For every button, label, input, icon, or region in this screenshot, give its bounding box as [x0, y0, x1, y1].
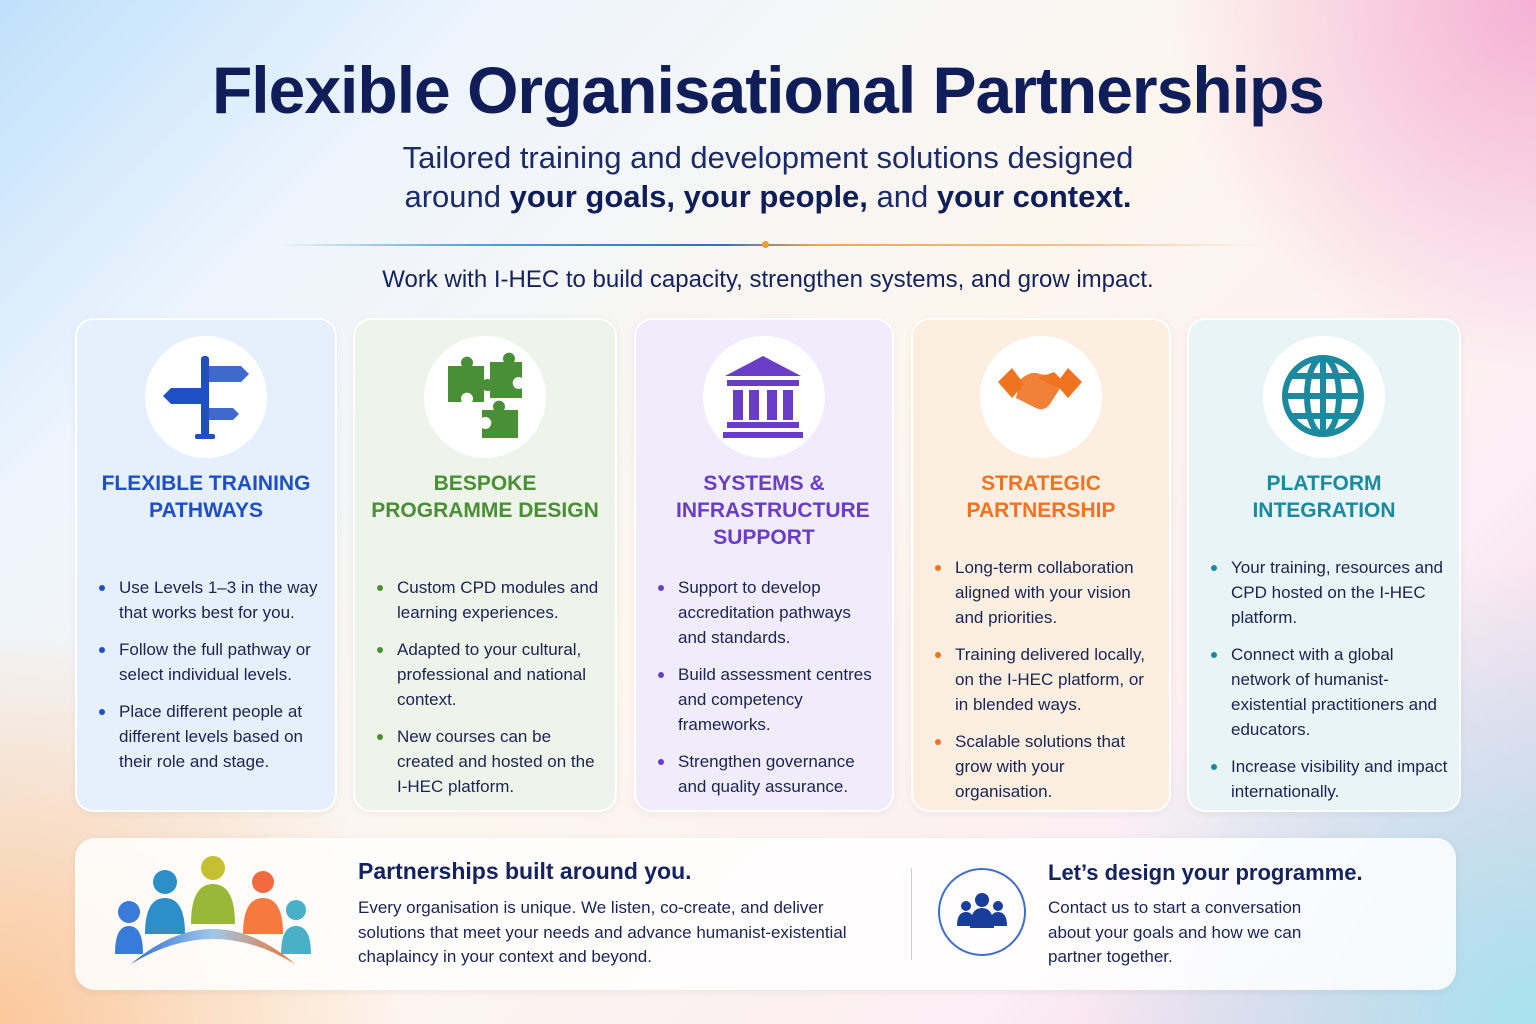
- signpost-icon: [163, 356, 249, 439]
- subtitle: Tailored training and development soluti…: [0, 138, 1536, 216]
- icon-circle: [424, 336, 546, 458]
- bullet-item: Place different people at different leve…: [97, 699, 325, 774]
- people-icon: [957, 893, 1007, 928]
- card-flexible-training-pathways: FLEXIBLE TRAINING PATHWAYS Use Levels 1–…: [75, 318, 337, 812]
- bullet-item: Follow the full pathway or select indivi…: [97, 637, 325, 687]
- page-title: Flexible Organisational Partnerships: [211, 53, 1325, 127]
- partnerships-body: Every organisation is unique. We listen,…: [358, 898, 847, 966]
- bullet-item: Use Levels 1–3 in the way that works bes…: [97, 575, 325, 625]
- design-heading: Let’s design your programme.: [1048, 860, 1363, 885]
- bullet-item: New courses can be created and hosted on…: [375, 724, 605, 799]
- icon-circle: [1263, 336, 1385, 458]
- bullet-item: Long-term collaboration aligned with you…: [933, 555, 1159, 630]
- design-body: Contact us to start a conversation about…: [1048, 898, 1302, 966]
- bullet-list: Custom CPD modules and learning experien…: [375, 575, 605, 811]
- card-title: BESPOKE PROGRAMME DESIGN: [371, 472, 599, 522]
- bullet-item: Increase visibility and impact internati…: [1209, 754, 1449, 804]
- bottom-panel: Partnerships built around you. Every org…: [75, 838, 1456, 990]
- people-group-icon: [115, 856, 311, 964]
- bullet-item: Build assessment centres and competency …: [656, 662, 882, 737]
- subtitle-emphasis: your people,: [683, 179, 868, 214]
- tagline: Work with I-HEC to build capacity, stren…: [382, 266, 1154, 293]
- card-title: STRATEGIC PARTNERSHIP: [966, 472, 1116, 522]
- subtitle-line1: Tailored training and development soluti…: [402, 140, 1134, 175]
- icon-circle: [703, 336, 825, 458]
- subtitle-emphasis: your context.: [936, 179, 1132, 214]
- bullet-item: Adapted to your cultural, professional a…: [375, 637, 605, 712]
- card-title: SYSTEMS & INFRASTRUCTURE SUPPORT: [676, 472, 870, 549]
- subtitle-text: and: [867, 179, 937, 214]
- bullet-item: Support to develop accreditation pathway…: [656, 575, 882, 650]
- card-platform-integration: PLATFORM INTEGRATION Your training, reso…: [1187, 318, 1461, 812]
- icon-circle: [145, 336, 267, 458]
- card-bespoke-programme-design: BESPOKE PROGRAMME DESIGN Custom CPD modu…: [353, 318, 617, 812]
- bullet-item: Scalable solutions that grow with your o…: [933, 729, 1159, 804]
- bullet-list: Use Levels 1–3 in the way that works bes…: [97, 575, 325, 786]
- bullet-item: Your training, resources and CPD hosted …: [1209, 555, 1449, 630]
- bullet-list: Long-term collaboration aligned with you…: [933, 555, 1159, 816]
- handshake-icon: [998, 368, 1082, 410]
- card-systems-infrastructure-support: SYSTEMS & INFRASTRUCTURE SUPPORT Support…: [634, 318, 894, 812]
- card-title: FLEXIBLE TRAINING PATHWAYS: [101, 472, 311, 522]
- subtitle-text: [675, 179, 684, 214]
- partnerships-heading: Partnerships built around you.: [358, 858, 692, 884]
- bullet-item: Strengthen governance and quality assura…: [656, 749, 882, 799]
- separator: [911, 868, 912, 960]
- icon-circle: [980, 336, 1102, 458]
- divider-dot: [762, 241, 769, 248]
- bullet-list: Your training, resources and CPD hosted …: [1209, 555, 1449, 816]
- subtitle-text: around: [404, 179, 510, 214]
- subtitle-emphasis: your goals,: [509, 179, 675, 214]
- bullet-item: Custom CPD modules and learning experien…: [375, 575, 605, 625]
- card-title: PLATFORM INTEGRATION: [1252, 472, 1396, 522]
- globe-icon: [1282, 355, 1364, 437]
- bullet-item: Training delivered locally, on the I-HEC…: [933, 642, 1159, 717]
- contact-people-icon[interactable]: [938, 868, 1026, 956]
- bullet-list: Support to develop accreditation pathway…: [656, 575, 882, 811]
- bullet-item: Connect with a global network of humanis…: [1209, 642, 1449, 742]
- card-strategic-partnership: STRATEGIC PARTNERSHIP Long-term collabor…: [911, 318, 1171, 812]
- puzzle-icon: [448, 352, 522, 438]
- institution-icon: [723, 356, 803, 438]
